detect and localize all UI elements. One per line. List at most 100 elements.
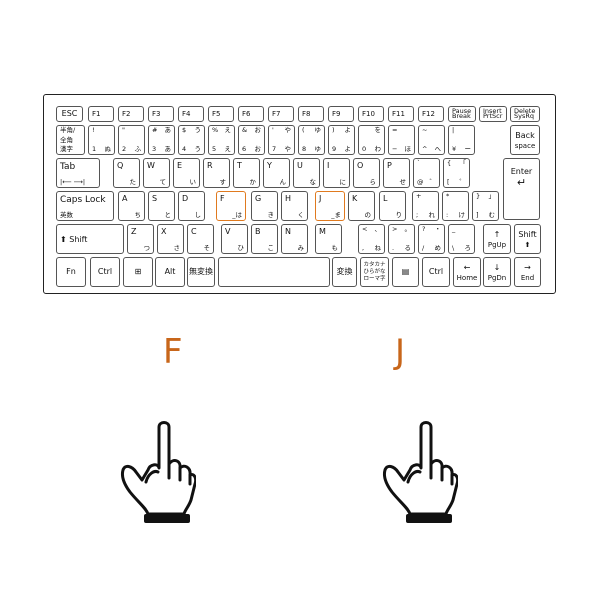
key-kyen[interactable]: |¥ー (448, 125, 475, 155)
key-label: PgUp (487, 241, 507, 250)
key-label: ` (417, 159, 421, 167)
key-fn[interactable]: Fn (56, 257, 86, 287)
key-pgdn[interactable]: ↓PgDn (483, 257, 511, 287)
key-semicolon[interactable]: +;れ (412, 191, 439, 221)
key-comma[interactable]: <、,ね (358, 224, 385, 254)
key-tab[interactable]: Tab|⟵ ⟶| (56, 158, 100, 188)
key-hankaku[interactable]: 半角/全角漢字 (56, 125, 85, 155)
key-backslash[interactable]: _\ろ (448, 224, 475, 254)
key-label: = (392, 126, 398, 134)
key-label: ⬆ (524, 241, 531, 250)
key-pgup[interactable]: ↑PgUp (483, 224, 511, 254)
key-label: % (212, 126, 219, 134)
key-label: ) (332, 126, 335, 134)
key-end[interactable]: →End (514, 257, 541, 287)
key-label: ほ (404, 145, 412, 153)
key-j[interactable]: J_ま (315, 191, 345, 221)
key-enter[interactable]: Enter↵ (503, 158, 540, 220)
key-muhenkan[interactable]: 無変換 (187, 257, 215, 287)
key-f2[interactable]: F2 (118, 106, 144, 122)
home-key-letter-right: J (395, 332, 406, 372)
key-lbracket[interactable]: {「[゜ (443, 158, 470, 188)
key-kana[interactable]: カタカナひらがなローマ字 (360, 257, 389, 287)
key-label: > (392, 225, 398, 233)
key-ctrl-left[interactable]: Ctrl (90, 257, 120, 287)
key-period[interactable]: >。.る (388, 224, 415, 254)
key-home[interactable]: ←Home (453, 257, 481, 287)
key-colon[interactable]: *:け (442, 191, 469, 221)
key-slash[interactable]: ?・/め (418, 224, 445, 254)
key-f6[interactable]: F6 (238, 106, 264, 122)
key-menu[interactable]: ▤ (392, 257, 419, 287)
key-ctrl-right[interactable]: Ctrl (422, 257, 450, 287)
key-kcaret[interactable]: ~^へ (418, 125, 445, 155)
key-label: ひ (237, 244, 245, 252)
key-label: S (152, 194, 158, 203)
key-esc[interactable]: ESC (56, 106, 83, 122)
key-f[interactable]: F_は (216, 191, 246, 221)
key-f8[interactable]: F8 (298, 106, 324, 122)
key-shift-left[interactable]: ⬆ Shift (56, 224, 124, 254)
key-windows[interactable]: ⊞ (123, 257, 153, 287)
key-f3[interactable]: F3 (148, 106, 174, 122)
key-space[interactable] (218, 257, 330, 287)
key-f1[interactable]: F1 (88, 106, 114, 122)
key-henkan[interactable]: 変換 (332, 257, 357, 287)
key-f10[interactable]: F10 (358, 106, 384, 122)
key-label: ゆ (314, 126, 322, 134)
key-at[interactable]: `@゛ (413, 158, 440, 188)
key-label: ▤ (401, 267, 410, 276)
key-f7[interactable]: F7 (268, 106, 294, 122)
key-kminus[interactable]: =−ほ (388, 125, 415, 155)
key-f11[interactable]: F11 (388, 106, 414, 122)
key-label: ひらがな (363, 269, 386, 275)
key-alt[interactable]: Alt (155, 257, 185, 287)
key-shift-right[interactable]: Shift⬆ (514, 224, 541, 254)
key-f9[interactable]: F9 (328, 106, 354, 122)
key-f12[interactable]: F12 (418, 106, 444, 122)
key-rbracket[interactable]: }」]む (472, 191, 499, 221)
key-f4[interactable]: F4 (178, 106, 204, 122)
key-label: F4 (182, 110, 191, 118)
key-f5[interactable]: F5 (208, 106, 234, 122)
